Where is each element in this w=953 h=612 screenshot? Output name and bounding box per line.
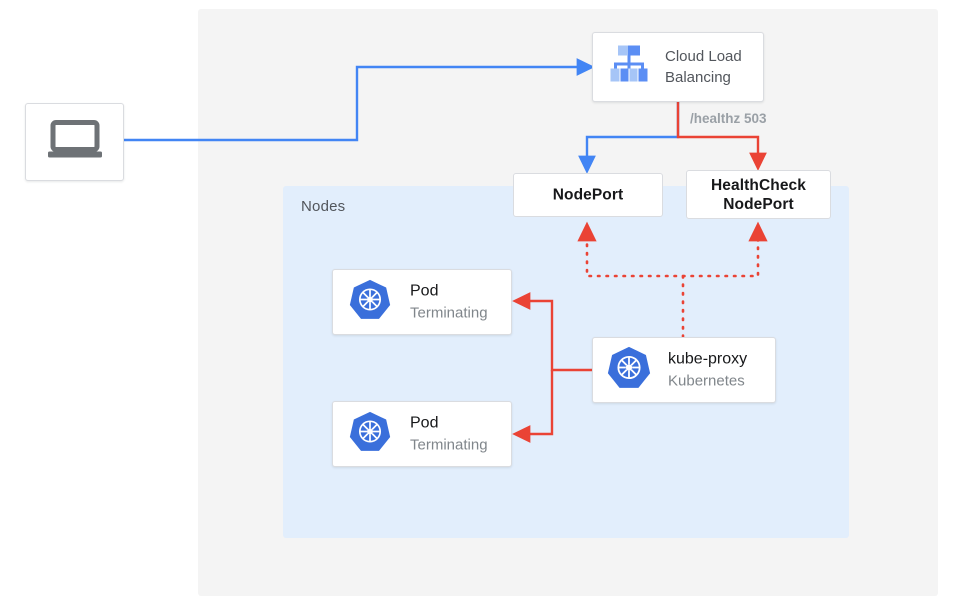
pod-node-1[interactable]: Pod Terminating xyxy=(332,269,512,335)
clb-label-line2: Balancing xyxy=(665,69,731,86)
kube-proxy-subtitle: Kubernetes xyxy=(668,372,745,390)
clb-label-line1: Cloud Load xyxy=(665,48,742,65)
pod-2-subtitle: Terminating xyxy=(410,436,488,454)
pod-2-title: Pod xyxy=(410,414,439,432)
cloud-load-balancing-icon xyxy=(607,45,651,90)
kubernetes-icon xyxy=(607,346,651,395)
kube-proxy-title: kube-proxy xyxy=(668,350,748,368)
kube-proxy-node[interactable]: kube-proxy Kubernetes xyxy=(592,337,776,403)
healthcheck-nodeport-label: HealthCheck NodePort xyxy=(687,176,830,214)
nodeport-label: NodePort xyxy=(552,186,624,204)
pod-1-title: Pod xyxy=(410,282,439,300)
cloud-load-balancing-node[interactable]: Cloud Load Balancing xyxy=(592,32,764,102)
nodes-region-label: Nodes xyxy=(301,198,346,215)
nodeport-node[interactable]: NodePort xyxy=(513,173,663,217)
laptop-icon xyxy=(47,120,103,165)
pod-node-2[interactable]: Pod Terminating xyxy=(332,401,512,467)
hcnp-label-line1: HealthCheck xyxy=(711,176,806,194)
kubernetes-icon xyxy=(349,279,391,326)
kubernetes-icon xyxy=(349,411,391,458)
client-node[interactable] xyxy=(25,103,124,181)
healthcheck-nodeport-node[interactable]: HealthCheck NodePort xyxy=(686,170,831,219)
cloud-load-balancing-label: Cloud Load Balancing xyxy=(665,46,742,88)
pod-1-subtitle: Terminating xyxy=(410,304,488,322)
pod-1-label: Pod Terminating xyxy=(410,281,488,324)
hcnp-label-line2: NodePort xyxy=(723,195,794,213)
healthz-edge-label: /healthz 503 xyxy=(690,111,767,126)
pod-2-label: Pod Terminating xyxy=(410,413,488,456)
kube-proxy-label: kube-proxy Kubernetes xyxy=(668,349,747,392)
